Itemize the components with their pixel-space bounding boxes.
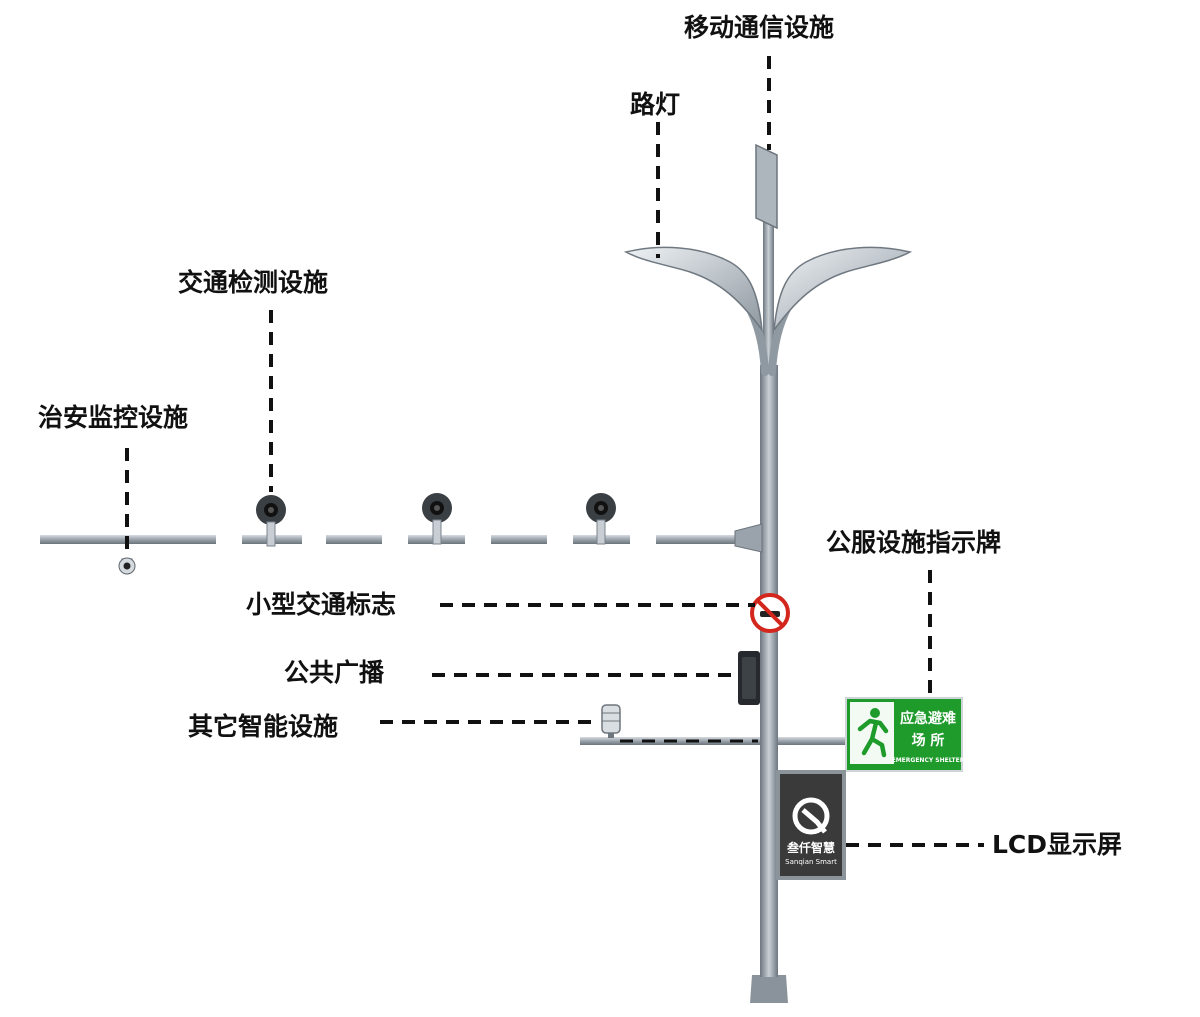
leader-lines: [125, 56, 984, 847]
sensor-icon: [601, 704, 621, 738]
arm-gaps: [216, 532, 656, 547]
shelter-line2: 场 所: [912, 732, 945, 749]
shelter-english: EMERGENCY SHELTER: [892, 757, 965, 764]
label-public-broadcast: 公共广播: [284, 658, 385, 687]
brand-logo-icon: [792, 797, 830, 835]
pole-base: [750, 975, 788, 1003]
camera-icon: [422, 493, 452, 545]
pedestrian-exit-icon: [857, 708, 889, 758]
shelter-sign: 应急避难 场 所 EMERGENCY SHELTER: [845, 697, 965, 772]
lcd-brand-cn: 叁仟智慧: [786, 840, 835, 855]
label-street-light: 路灯: [630, 90, 681, 119]
label-lcd-screen: LCD显示屏: [992, 830, 1123, 859]
main-pole: [750, 222, 788, 1003]
camera-icon: [586, 493, 616, 545]
label-security-monitoring: 治安监控设施: [38, 403, 189, 432]
label-mobile-comm: 移动通信设施: [684, 13, 835, 42]
camera-icon: [256, 495, 286, 547]
no-entry-sign-icon: [750, 593, 790, 633]
speaker-icon: [738, 651, 760, 705]
dome-camera-icon: [118, 557, 136, 575]
lcd-screen: 叁仟智慧 Sanqian Smart: [776, 770, 846, 880]
lcd-brand-en: Sanqian Smart: [785, 858, 837, 866]
label-small-traffic-sign: 小型交通标志: [246, 590, 397, 619]
street-lamp: [623, 246, 913, 376]
antenna-panel: [755, 143, 778, 230]
shelter-line1: 应急避难: [900, 710, 956, 727]
label-traffic-detection: 交通检测设施: [178, 268, 329, 297]
sign-arm: [778, 737, 848, 745]
label-other-smart: 其它智能设施: [188, 712, 339, 741]
label-public-service-sign: 公服设施指示牌: [826, 528, 1002, 557]
